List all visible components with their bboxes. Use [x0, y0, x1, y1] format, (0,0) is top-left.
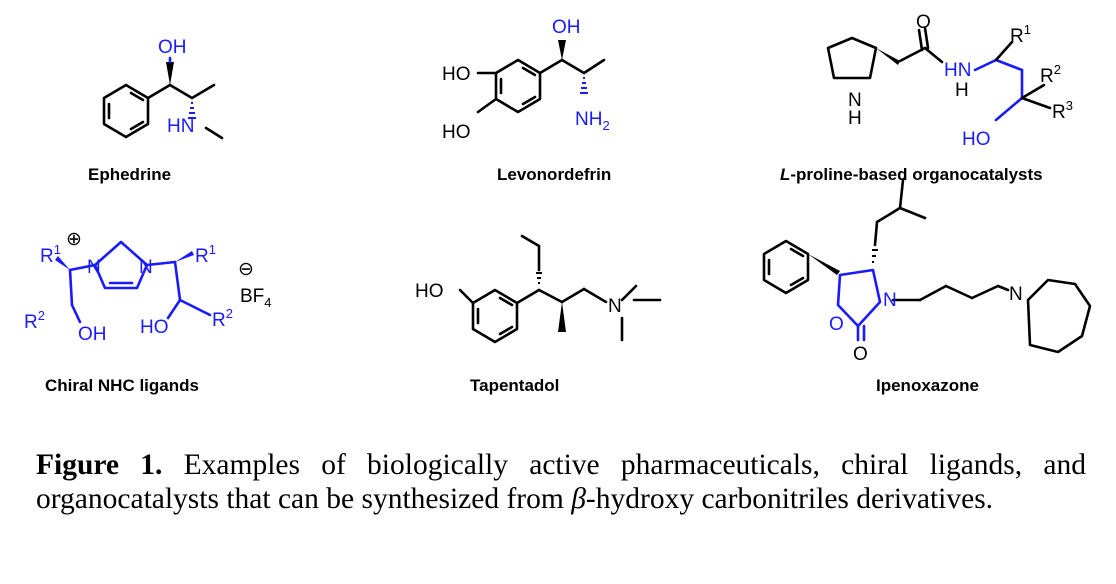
ho-label-bottom: HO: [442, 122, 471, 143]
bf4-label: BF4: [240, 286, 272, 310]
chemical-structures: OH HN Ephedrine HO HO OH NH2 Levonordefr…: [24, 12, 1092, 395]
oh-label: OH: [552, 17, 581, 38]
ho-label: HO: [415, 281, 444, 302]
plus-charge: ⊕: [66, 229, 82, 250]
nhc-name: Chiral NHC ligands: [45, 376, 199, 395]
ipenoxazone-structure: N O O N Ipenoxazone: [762, 178, 1092, 395]
ho-label: HO: [140, 317, 169, 338]
nh-h-label: H: [848, 108, 862, 129]
caption-label: Figure 1.: [36, 449, 163, 481]
ho-label-top: HO: [442, 64, 471, 85]
nh2-label: NH2: [575, 109, 610, 133]
minus-charge: ⊖: [238, 259, 254, 280]
carbonyl-o-label: O: [853, 344, 868, 365]
tapentadol-structure: HO N Tapentadol: [415, 234, 662, 395]
n-plus-label: N: [87, 257, 101, 278]
caption-text-b: -hydroxy carbonitriles derivatives.: [585, 483, 994, 515]
o-ring-label: O: [829, 314, 844, 335]
nh-label: N: [848, 90, 862, 111]
amide-h-label: H: [955, 80, 969, 101]
proline-structure: N H O HN H R1 R2 R3 HO L-proline-based o…: [780, 12, 1073, 184]
oh-label: OH: [158, 37, 187, 58]
n-ring-label: N: [883, 290, 897, 311]
r1-left-label: R1: [40, 242, 61, 267]
ephedrine-name: Ephedrine: [88, 165, 171, 184]
r2-right-label: R2: [212, 306, 233, 331]
caption-beta: β: [571, 483, 586, 515]
r2-left-label: R2: [24, 308, 45, 333]
figure-caption: Figure 1. Examples of biologically activ…: [36, 448, 1086, 516]
n-label: N: [608, 296, 622, 317]
hn-label: HN: [944, 60, 971, 81]
n-label: N: [139, 257, 153, 278]
levonordefrin-name: Levonordefrin: [497, 165, 611, 184]
hn-label: HN: [167, 116, 194, 137]
ipenoxazone-name: Ipenoxazone: [876, 376, 979, 395]
oh-label: OH: [78, 324, 107, 345]
r1-label: R1: [1010, 22, 1031, 47]
wedge-bond: [166, 62, 174, 85]
tapentadol-name: Tapentadol: [470, 376, 559, 395]
carbonyl-o-label: O: [916, 12, 931, 33]
r3-label: R3: [1052, 98, 1073, 123]
ephedrine-structure: OH HN Ephedrine: [88, 37, 224, 184]
levonordefrin-structure: HO HO OH NH2 Levonordefrin: [442, 17, 611, 184]
proline-name: L-proline-based organocatalysts: [780, 165, 1043, 184]
azepane-n-label: N: [1009, 284, 1023, 305]
caption-text-a: Examples of biologically active pharmace…: [36, 449, 1086, 515]
nhc-structure: R1 ⊕ N N R1 ⊖ BF4 R2 OH HO R2 Chiral NHC…: [24, 229, 272, 395]
r2-label: R2: [1040, 62, 1061, 87]
scheme-figure: OH HN Ephedrine HO HO OH NH2 Levonordefr…: [24, 12, 1092, 395]
r1-right-label: R1: [195, 242, 216, 267]
ho-label: HO: [962, 129, 991, 150]
